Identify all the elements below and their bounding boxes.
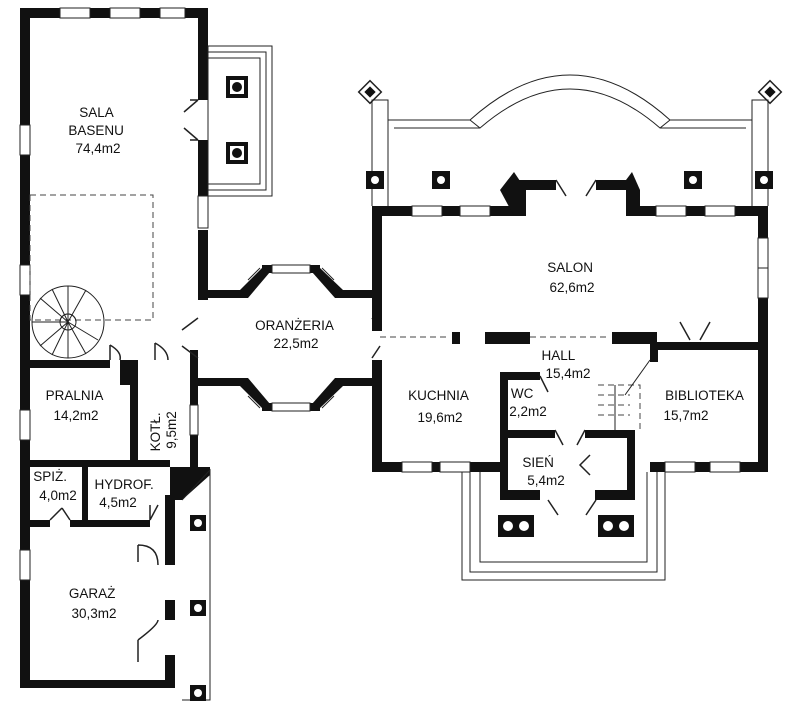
- room-area: 22,5m2: [273, 336, 318, 351]
- room-name: KUCHNIA: [408, 388, 469, 403]
- room-name: HYDROF.: [94, 477, 153, 492]
- room-area: 5,4m2: [527, 473, 565, 488]
- room-label-hall: HALL 15,4m2: [541, 348, 590, 381]
- room-name: GARAŻ: [69, 586, 116, 601]
- room-name: KOTŁ.: [148, 412, 163, 451]
- room-label-spiz: SPIŻ. 4,0m2: [33, 469, 77, 503]
- room-area: 15,4m2: [545, 366, 590, 381]
- garage-walls: [20, 467, 210, 688]
- room-area: 19,6m2: [417, 410, 462, 425]
- room-name: SALON: [547, 260, 593, 275]
- room-name: SALA: [79, 105, 114, 120]
- entrance-terrace: [461, 472, 666, 581]
- room-area: 62,6m2: [549, 280, 594, 295]
- room-area: 74,4m2: [75, 141, 120, 156]
- room-area: 4,0m2: [39, 488, 77, 503]
- room-label-sien: SIEŃ 5,4m2: [522, 455, 564, 488]
- staircase-small: [598, 359, 651, 430]
- service-rooms-walls: [19, 342, 199, 683]
- room-area: 14,2m2: [53, 408, 98, 423]
- pool-hall-walls: [19, 7, 209, 363]
- room-name: ORANŻERIA: [255, 318, 334, 333]
- room-label-wc: WC 2,2m2: [509, 386, 547, 419]
- room-label-kuchnia: KUCHNIA 19,6m2: [408, 388, 472, 425]
- hall-divider: [380, 321, 758, 362]
- room-label-pralnia: PRALNIA 14,2m2: [46, 388, 107, 423]
- spiral-staircase: [31, 285, 105, 359]
- room-label-oranzeria: ORANŻERIA 22,5m2: [255, 318, 337, 351]
- room-area: 15,7m2: [663, 408, 708, 423]
- room-name: WC: [511, 386, 534, 401]
- room-label-kotl: KOTŁ. 9,5m2: [148, 409, 179, 452]
- room-name: BASENU: [68, 123, 124, 138]
- room-label-garaz: GARAŻ 30,3m2: [69, 586, 119, 621]
- room-area: 4,5m2: [99, 495, 137, 510]
- room-name: SPIŻ.: [33, 469, 67, 484]
- pool-terrace: [183, 45, 273, 197]
- room-area: 30,3m2: [71, 606, 116, 621]
- room-name: BIBLIOTEKA: [665, 388, 744, 403]
- salon-terrace: [357, 74, 783, 206]
- room-area: 9,5m2: [164, 411, 179, 449]
- room-area: 2,2m2: [509, 404, 547, 419]
- room-label-salon: SALON 62,6m2: [547, 260, 597, 295]
- garage-side-terrace: [181, 468, 211, 701]
- room-name: SIEŃ: [522, 455, 554, 470]
- room-label-sala-basenu: SALA BASENU 74,4m2: [68, 105, 127, 156]
- room-name: PRALNIA: [46, 388, 104, 403]
- room-label-hydrof: HYDROF. 4,5m2: [94, 477, 157, 510]
- orangery-walls: [181, 264, 381, 412]
- pool-outline: [29, 194, 154, 321]
- salon-walls: [372, 172, 769, 472]
- kitchen-entrance-walls: [372, 360, 768, 516]
- room-label-biblioteka: BIBLIOTEKA 15,7m2: [663, 388, 746, 423]
- room-name: HALL: [541, 348, 575, 363]
